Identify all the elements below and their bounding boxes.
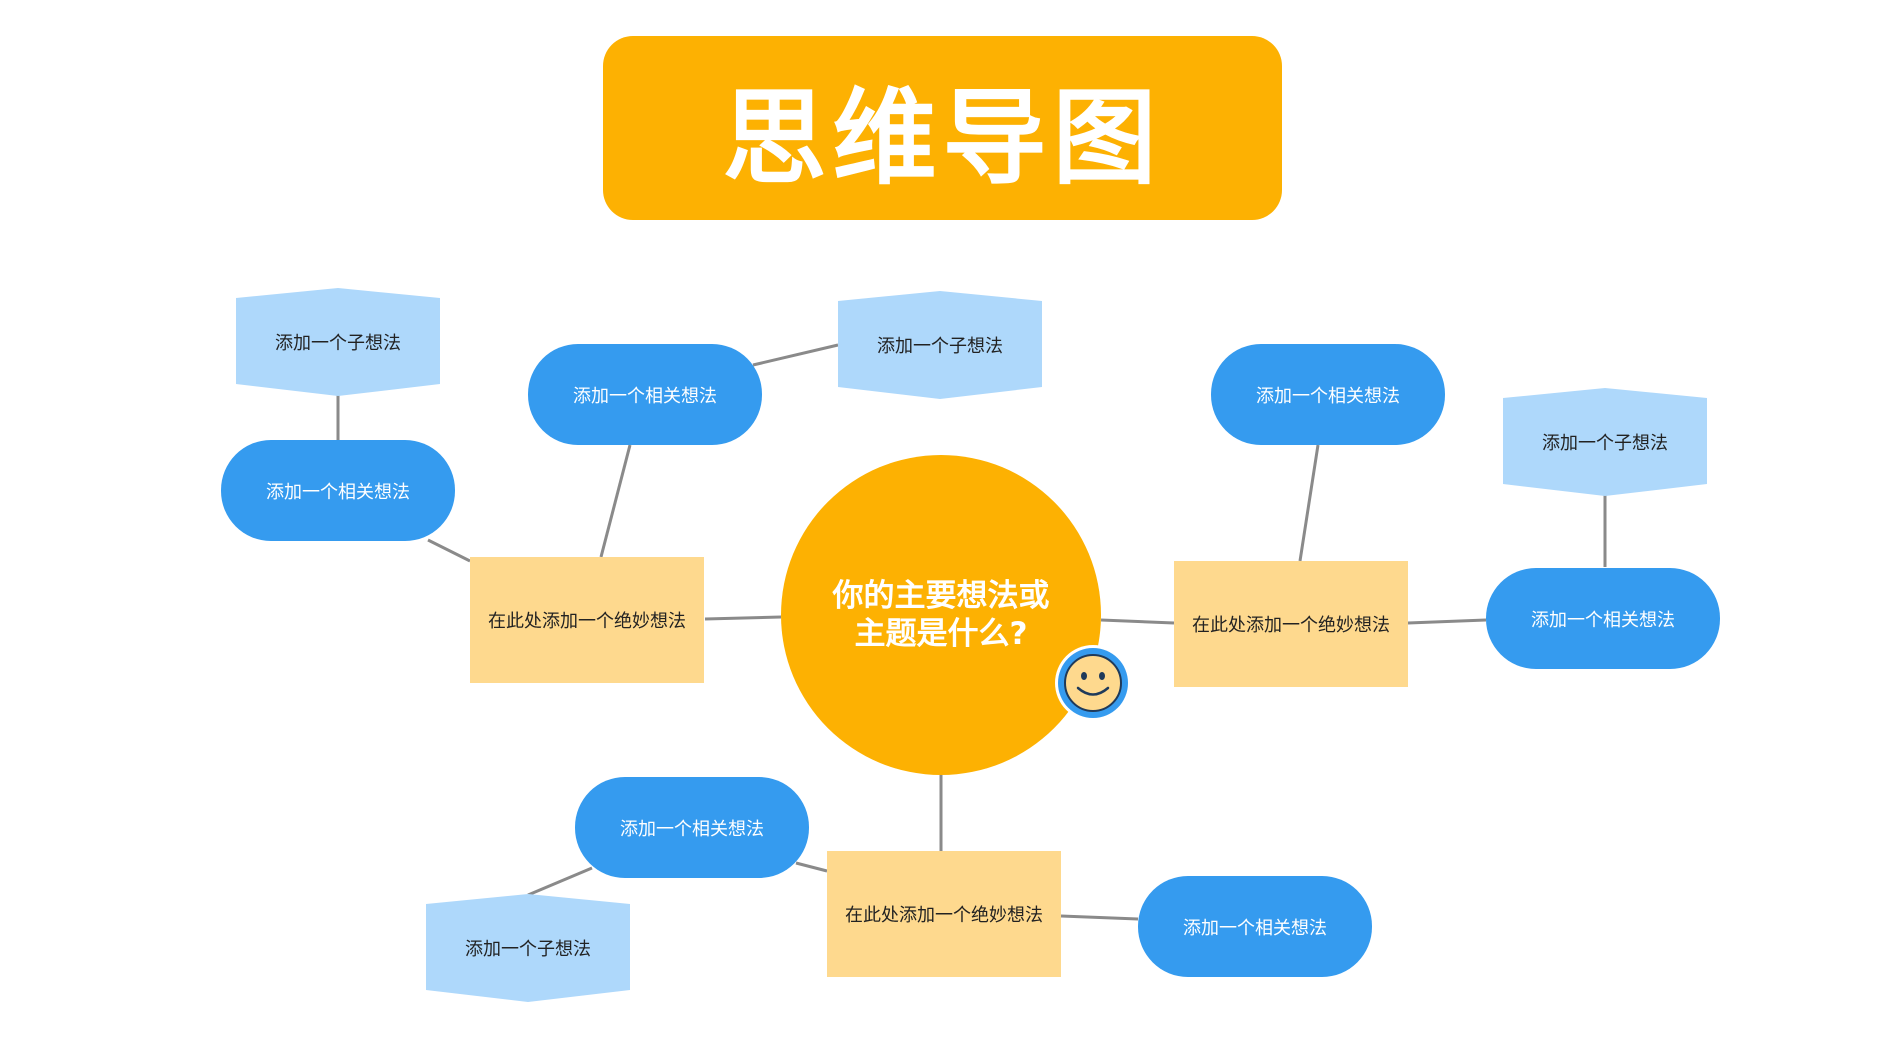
sub-idea-label: 添加一个子想法 (877, 336, 1003, 357)
related-idea-label: 添加一个相关想法 (1256, 385, 1400, 407)
main-idea-label: 在此处添加一个绝妙想法 (1192, 615, 1390, 636)
sub-idea-label: 添加一个子想法 (1542, 433, 1668, 454)
sub-idea-node[interactable]: 添加一个子想法 (838, 291, 1042, 399)
page-title: 思维导图 (722, 76, 1163, 199)
connector-line (1100, 618, 1175, 625)
connector-line (1060, 914, 1139, 921)
connector-line (1298, 444, 1320, 562)
main-idea-label: 在此处添加一个绝妙想法 (845, 905, 1043, 926)
central-topic-label: 你的主要想法或主题是什么? (832, 578, 1050, 652)
main-idea-label: 在此处添加一个绝妙想法 (488, 611, 686, 632)
connector-line (1407, 618, 1487, 625)
main-idea-node[interactable]: 在此处添加一个绝妙想法 (1174, 561, 1408, 687)
related-idea-node[interactable]: 添加一个相关想法 (575, 777, 809, 878)
connector-line (527, 866, 593, 897)
sub-idea-node[interactable]: 添加一个子想法 (236, 288, 440, 396)
sub-idea-node[interactable]: 添加一个子想法 (1503, 388, 1707, 496)
smiley-face-icon (1055, 645, 1131, 721)
related-idea-label: 添加一个相关想法 (1183, 917, 1327, 939)
sub-idea-node[interactable]: 添加一个子想法 (426, 894, 630, 1002)
related-idea-node[interactable]: 添加一个相关想法 (1138, 876, 1372, 977)
hexagon-shape (838, 291, 1042, 399)
connector-line (704, 615, 782, 621)
related-idea-label: 添加一个相关想法 (620, 818, 764, 840)
sub-idea-label: 添加一个子想法 (275, 333, 401, 354)
main-idea-node[interactable]: 在此处添加一个绝妙想法 (470, 557, 704, 683)
sub-idea-label: 添加一个子想法 (465, 939, 591, 960)
related-idea-label: 添加一个相关想法 (266, 481, 410, 503)
connector-line (427, 538, 471, 563)
title-banner: 思维导图 (603, 36, 1282, 220)
related-idea-label: 添加一个相关想法 (1531, 609, 1675, 631)
connector-line (599, 444, 632, 558)
hexagon-shape (426, 894, 630, 1002)
main-idea-node[interactable]: 在此处添加一个绝妙想法 (827, 851, 1061, 977)
related-idea-node[interactable]: 添加一个相关想法 (1486, 568, 1720, 669)
hexagon-shape (236, 288, 440, 396)
related-idea-node[interactable]: 添加一个相关想法 (221, 440, 455, 541)
connector-line (752, 343, 839, 367)
central-topic-node[interactable]: 你的主要想法或主题是什么? (781, 455, 1101, 775)
related-idea-node[interactable]: 添加一个相关想法 (1211, 344, 1445, 445)
related-idea-node[interactable]: 添加一个相关想法 (528, 344, 762, 445)
related-idea-label: 添加一个相关想法 (573, 385, 717, 407)
connector-line (795, 861, 828, 873)
hexagon-shape (1503, 388, 1707, 496)
